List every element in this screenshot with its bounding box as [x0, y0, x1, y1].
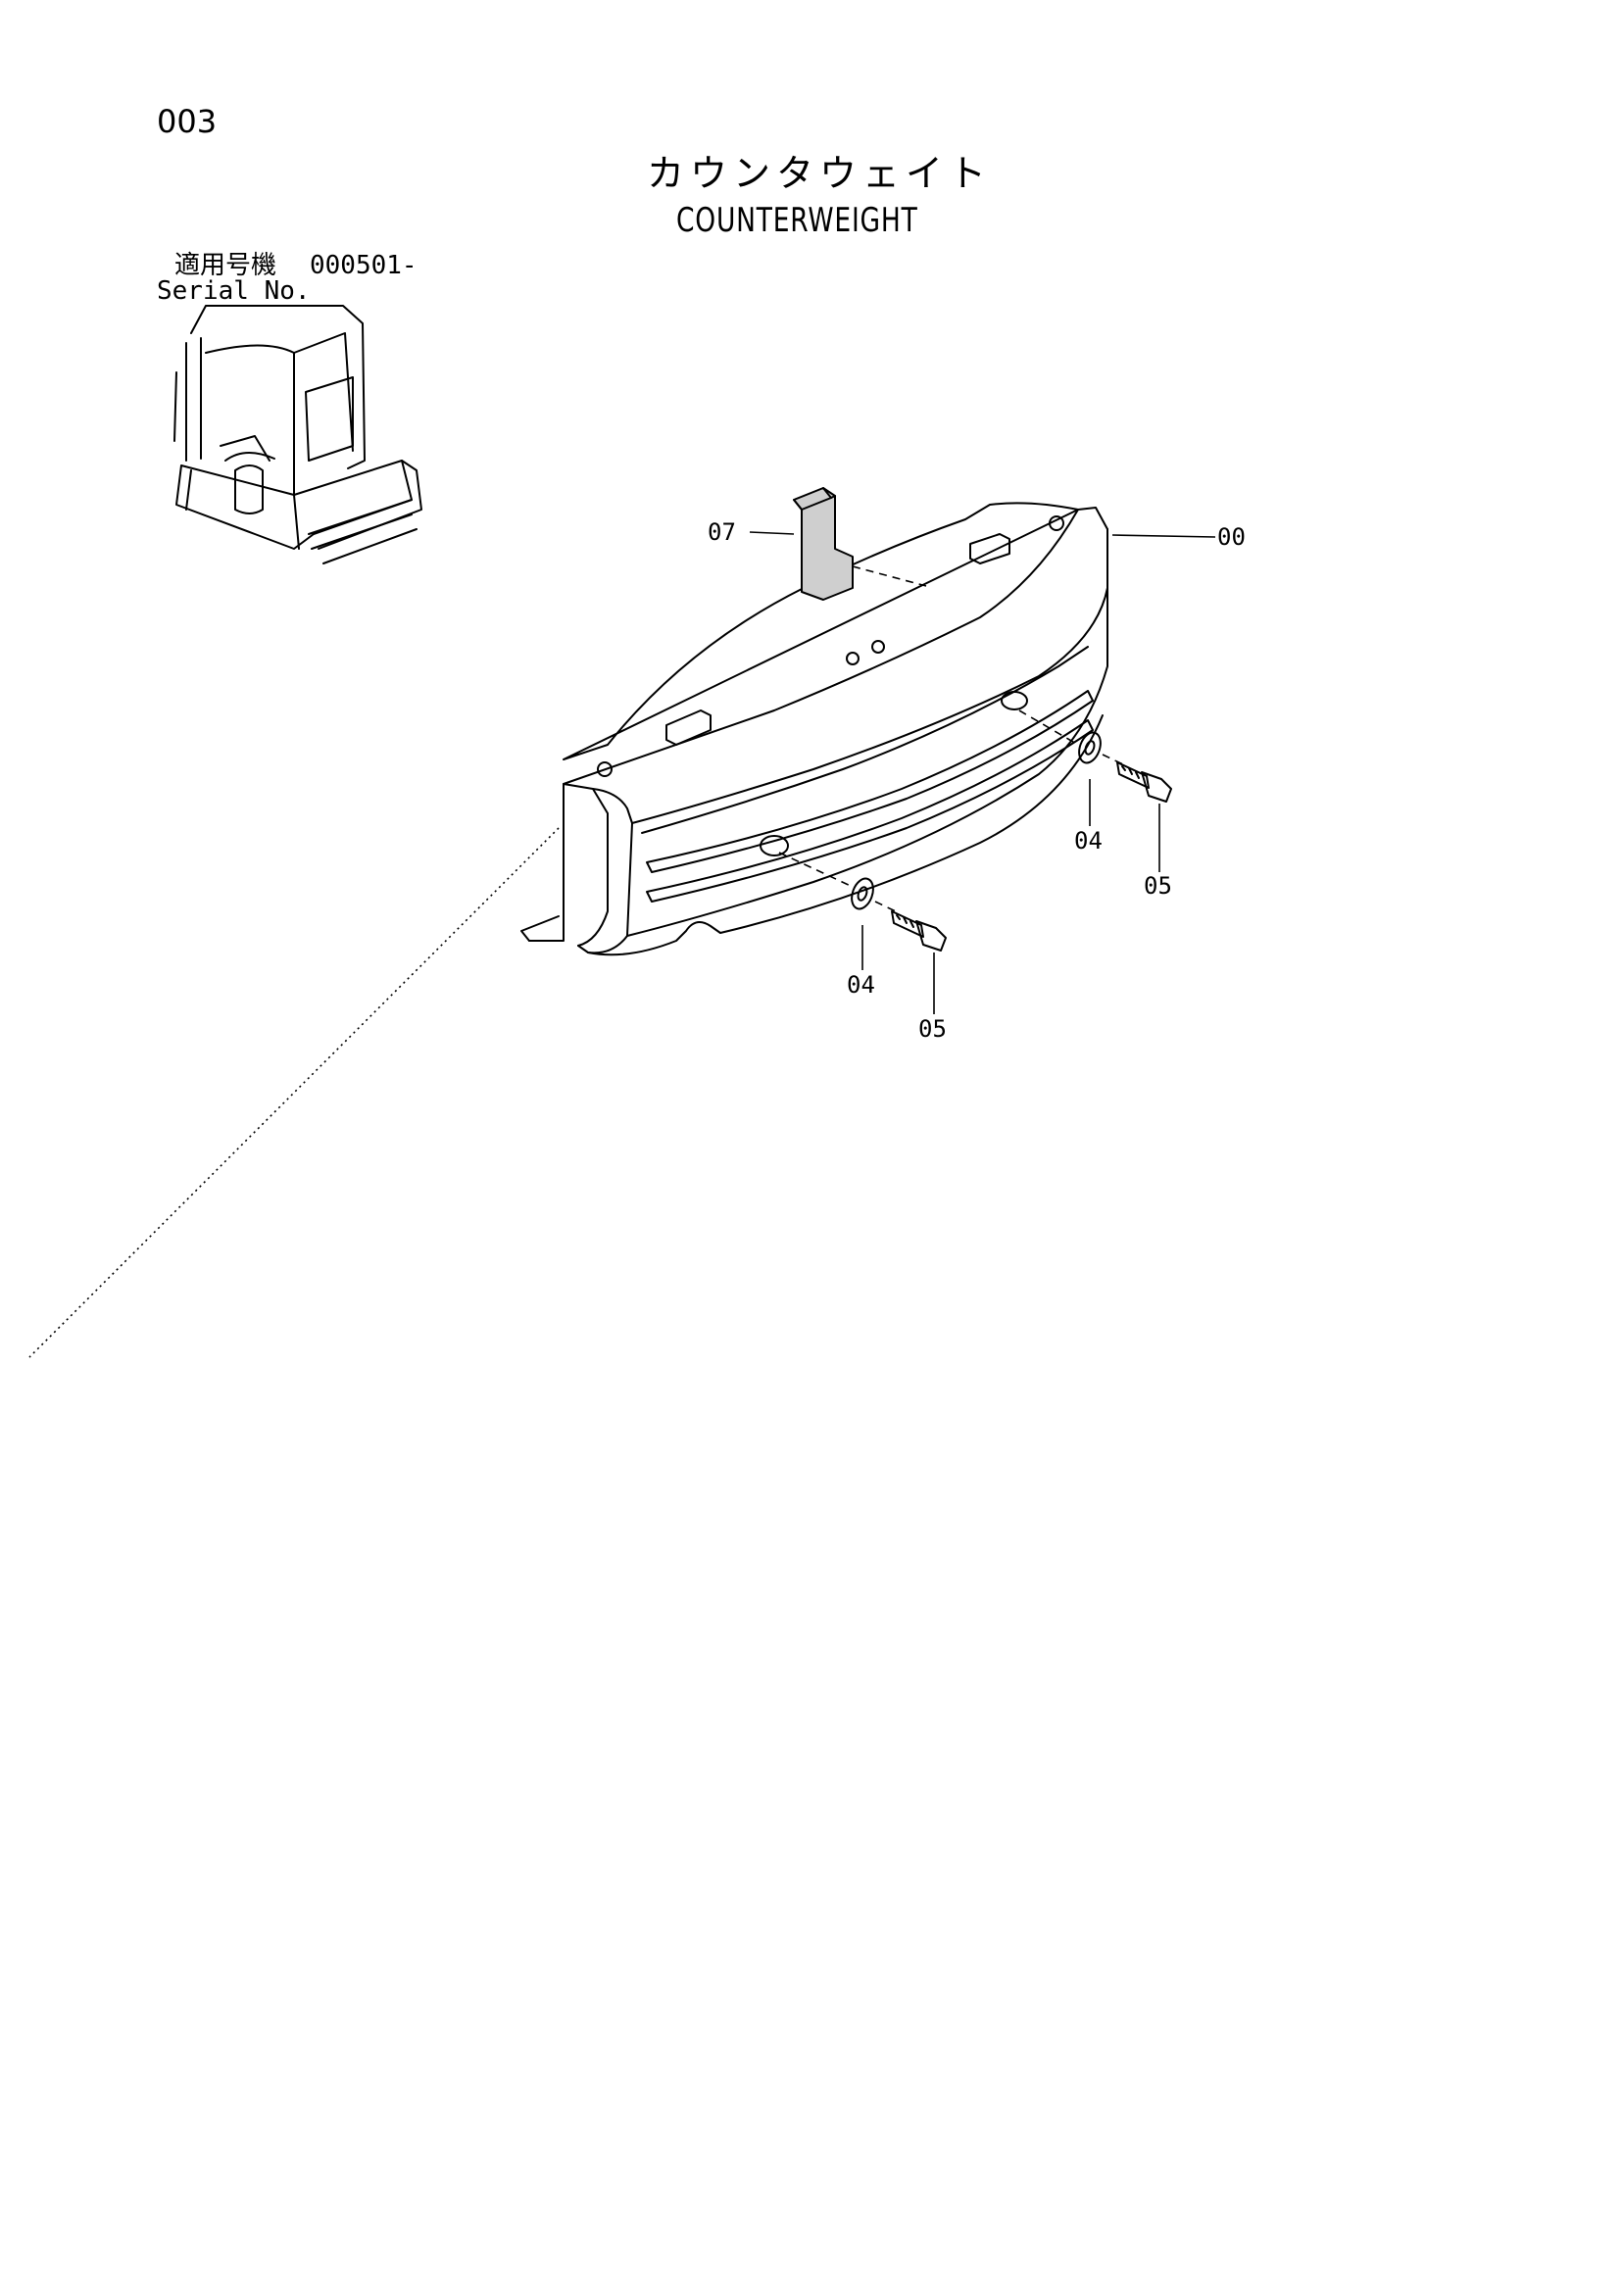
serial-number-value: 000501- — [310, 251, 418, 280]
callout-05-right: 05 — [1144, 872, 1172, 900]
part-07-block — [793, 487, 854, 601]
callout-05-left: 05 — [918, 1015, 947, 1043]
counterweight-main-body — [520, 502, 1108, 956]
excavator-location-thumbnail — [173, 305, 422, 564]
callout-07: 07 — [708, 518, 736, 546]
page-title-english: COUNTERWEIGHT — [676, 201, 918, 240]
callout-04-left: 04 — [847, 971, 875, 999]
callout-00: 00 — [1217, 523, 1246, 551]
washers — [851, 731, 1102, 910]
bolts — [891, 761, 1172, 952]
leader-lines — [28, 531, 1216, 1358]
page-title-japanese: カウンタウェイト — [647, 152, 993, 195]
serial-label-english: Serial No. — [157, 276, 311, 306]
page-number: 003 — [157, 103, 218, 140]
serial-label-japanese: 適用号機 — [174, 251, 277, 280]
callout-04-right: 04 — [1074, 827, 1103, 855]
